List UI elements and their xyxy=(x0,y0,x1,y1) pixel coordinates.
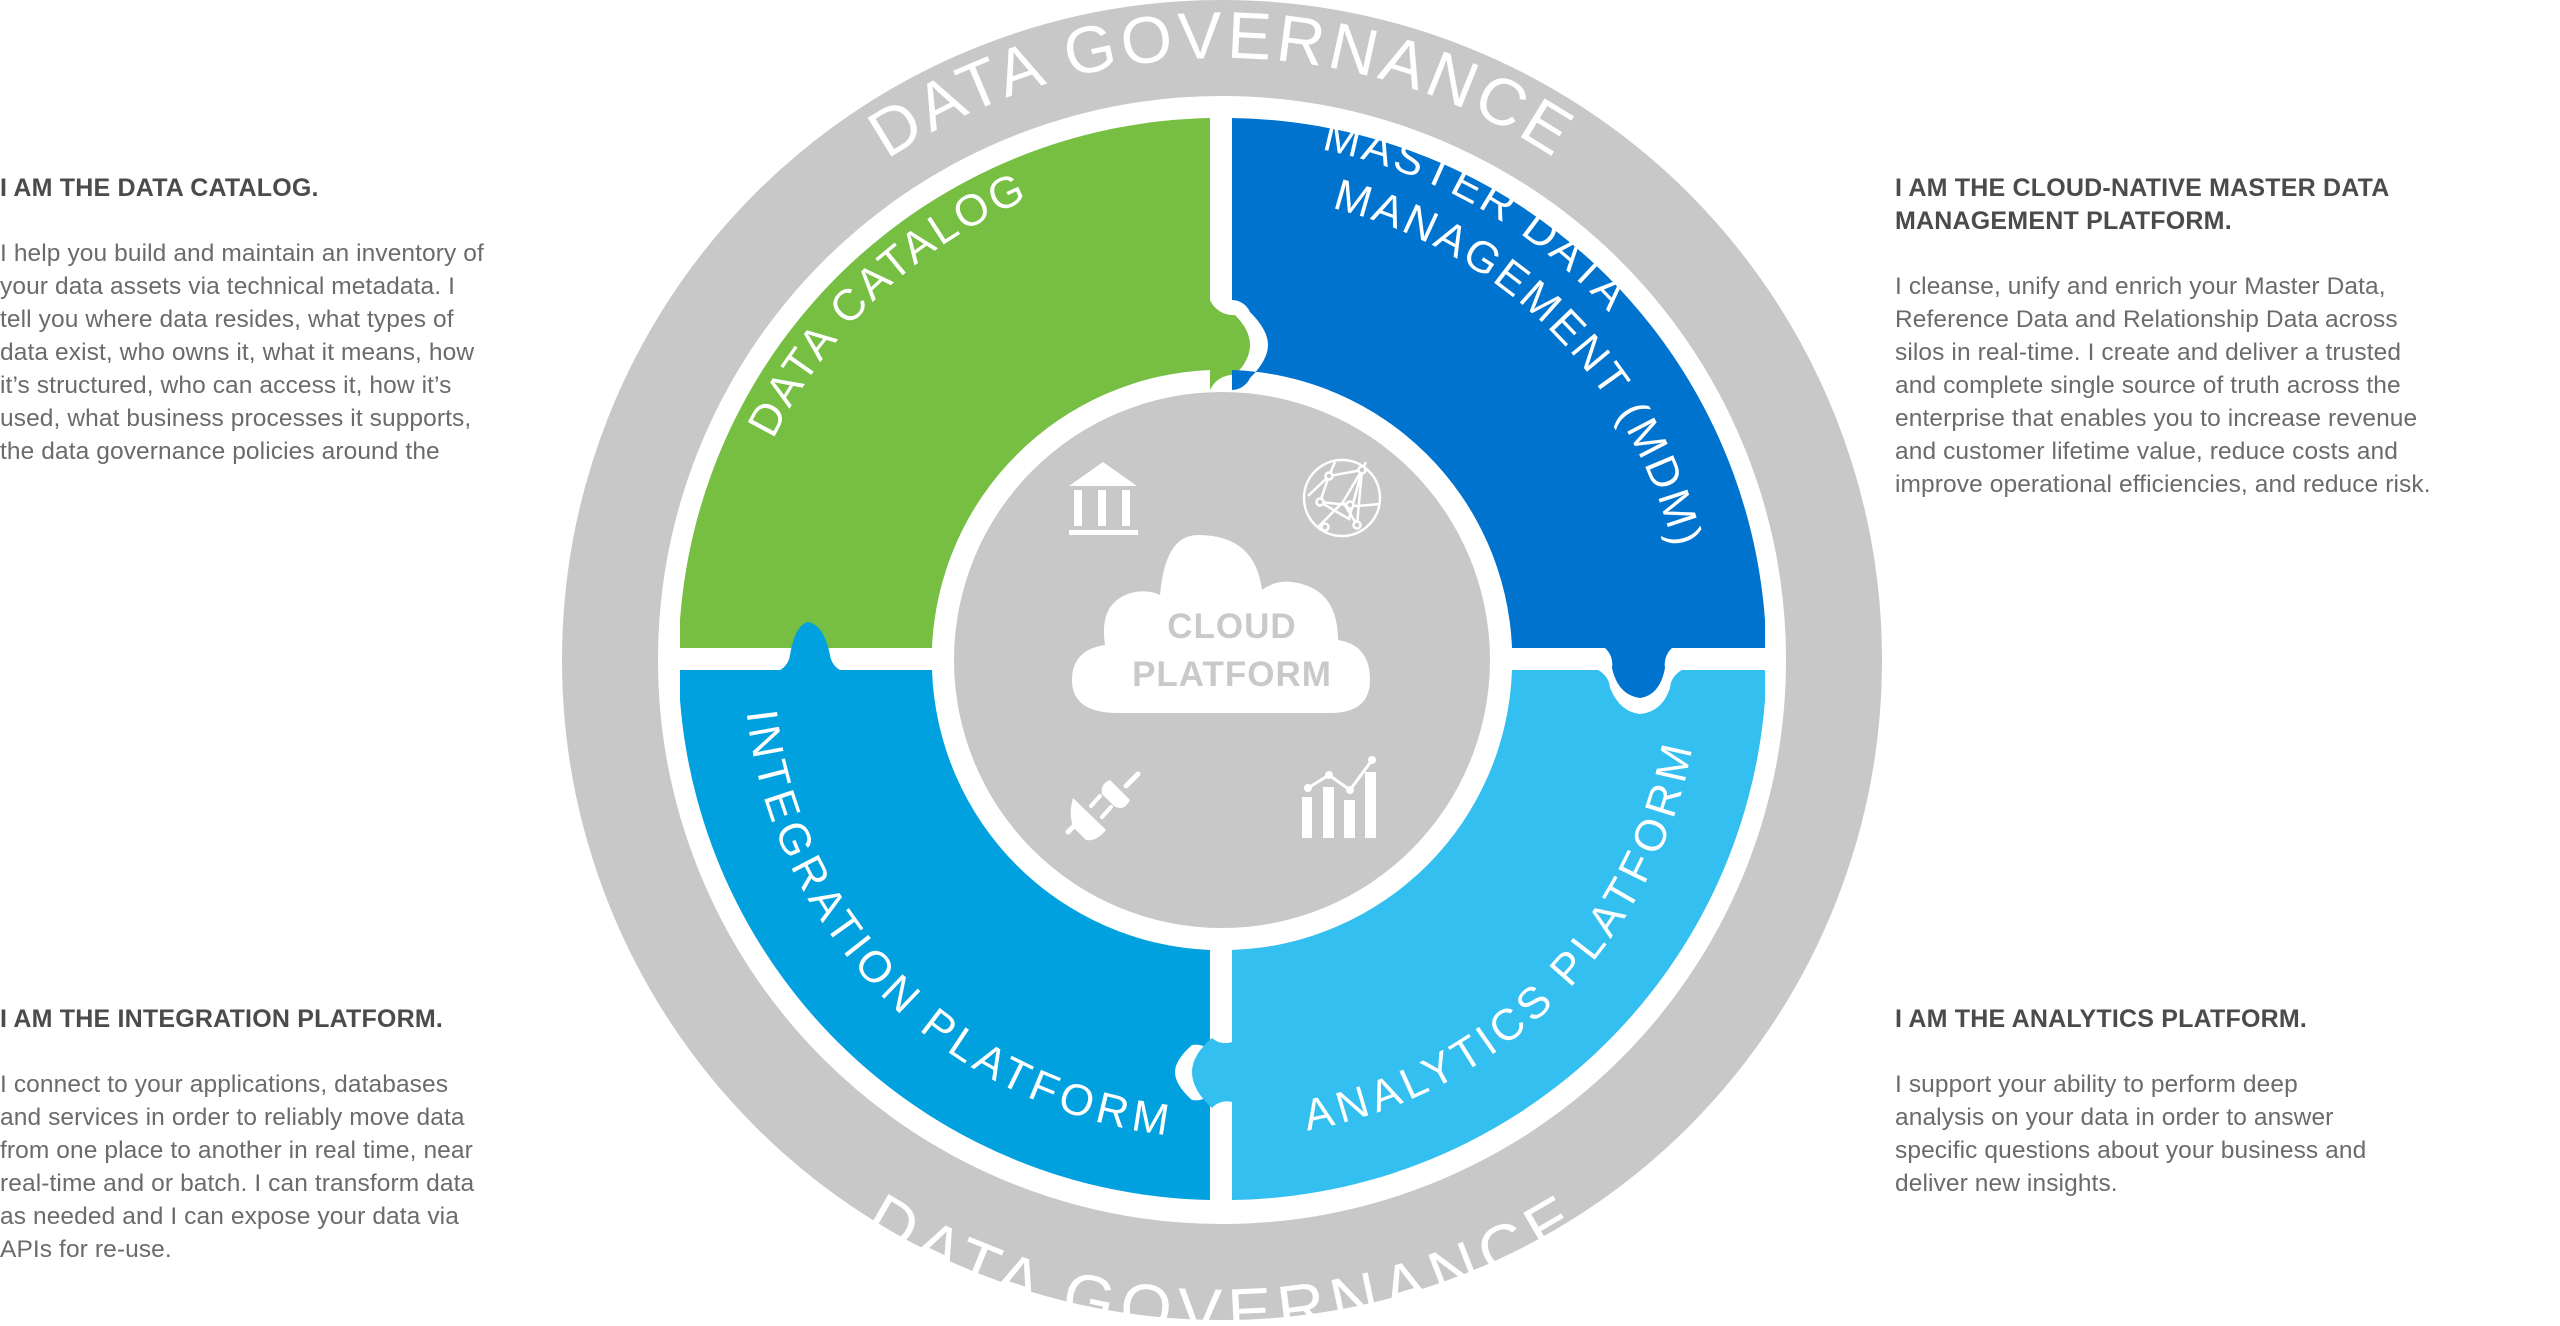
bar-line-chart-icon xyxy=(1302,756,1376,838)
text-line: used, what business processes it support… xyxy=(0,405,472,432)
text-line: your data assets via technical metadata.… xyxy=(0,273,455,300)
cloud-icon xyxy=(1072,535,1370,713)
heading-mdm-line1: I AM THE CLOUD-NATIVE MASTER DATA xyxy=(1895,174,2390,202)
text-line: it’s structured, who can access it, how … xyxy=(0,372,452,399)
text-line: improve operational efficiencies, and re… xyxy=(1895,471,2431,498)
description-integration: I AM THE INTEGRATION PLATFORM. I connect… xyxy=(0,1003,620,1266)
description-analytics: I AM THE ANALYTICS PLATFORM. I support y… xyxy=(1895,1003,2535,1200)
plug-icon xyxy=(1065,771,1141,841)
text-line: real-time and or batch. I can transform … xyxy=(0,1170,475,1197)
bank-icon xyxy=(1069,462,1138,535)
governance-ring[interactable] xyxy=(562,0,1882,1320)
text-line: silos in real-time. I create and deliver… xyxy=(1895,339,2402,366)
cloud-label-line1: CLOUD xyxy=(1167,607,1296,646)
description-data-catalog: I AM THE DATA CATALOG. I help you build … xyxy=(0,172,630,468)
segment-master-data-management[interactable] xyxy=(1232,118,1765,698)
text-line: I help you build and maintain an invento… xyxy=(0,240,484,267)
text-line: I support your ability to perform deep xyxy=(1895,1071,2298,1098)
text-line: and complete single source of truth acro… xyxy=(1895,372,2401,399)
body-integration: I connect to your applications, database… xyxy=(0,1068,620,1266)
body-analytics: I support your ability to perform deep an… xyxy=(1895,1068,2535,1200)
segment-analytics-platform[interactable] xyxy=(1192,670,1765,1200)
body-mdm: I cleanse, unify and enrich your Master … xyxy=(1895,270,2560,501)
heading-data-catalog: I AM THE DATA CATALOG. xyxy=(0,174,319,202)
text-line: APIs for re-use. xyxy=(0,1236,172,1263)
heading-mdm-line2: MANAGEMENT PLATFORM. xyxy=(1895,207,2232,235)
text-line: from one place to another in real time, … xyxy=(0,1137,473,1164)
text-line: I cleanse, unify and enrich your Master … xyxy=(1895,273,2386,300)
network-globe-icon xyxy=(1302,458,1382,538)
segment-integration-platform[interactable] xyxy=(680,622,1210,1200)
text-line: deliver new insights. xyxy=(1895,1170,2118,1197)
segment-data-catalog[interactable] xyxy=(680,118,1250,648)
description-mdm: I AM THE CLOUD-NATIVE MASTER DATA MANAGE… xyxy=(1895,172,2560,501)
text-line: tell you where data resides, what types … xyxy=(0,306,454,333)
heading-mdm: I AM THE CLOUD-NATIVE MASTER DATA MANAGE… xyxy=(1895,172,2560,238)
text-line: specific questions about your business a… xyxy=(1895,1137,2367,1164)
text-line: data exist, who owns it, what it means, … xyxy=(0,339,475,366)
text-line: enterprise that enables you to increase … xyxy=(1895,405,2418,432)
text-line: and services in order to reliably move d… xyxy=(0,1104,465,1131)
text-line: the data governance policies around the xyxy=(0,438,440,465)
text-line: Reference Data and Relationship Data acr… xyxy=(1895,306,2398,333)
body-data-catalog: I help you build and maintain an invento… xyxy=(0,237,630,468)
text-line: as needed and I can expose your data via xyxy=(0,1203,459,1230)
text-line: analysis on your data in order to answer xyxy=(1895,1104,2334,1131)
heading-integration: I AM THE INTEGRATION PLATFORM. xyxy=(0,1005,443,1033)
text-line: I connect to your applications, database… xyxy=(0,1071,449,1098)
text-line: and customer lifetime value, reduce cost… xyxy=(1895,438,2398,465)
cloud-label-line2: PLATFORM xyxy=(1132,655,1332,694)
heading-analytics: I AM THE ANALYTICS PLATFORM. xyxy=(1895,1005,2308,1033)
